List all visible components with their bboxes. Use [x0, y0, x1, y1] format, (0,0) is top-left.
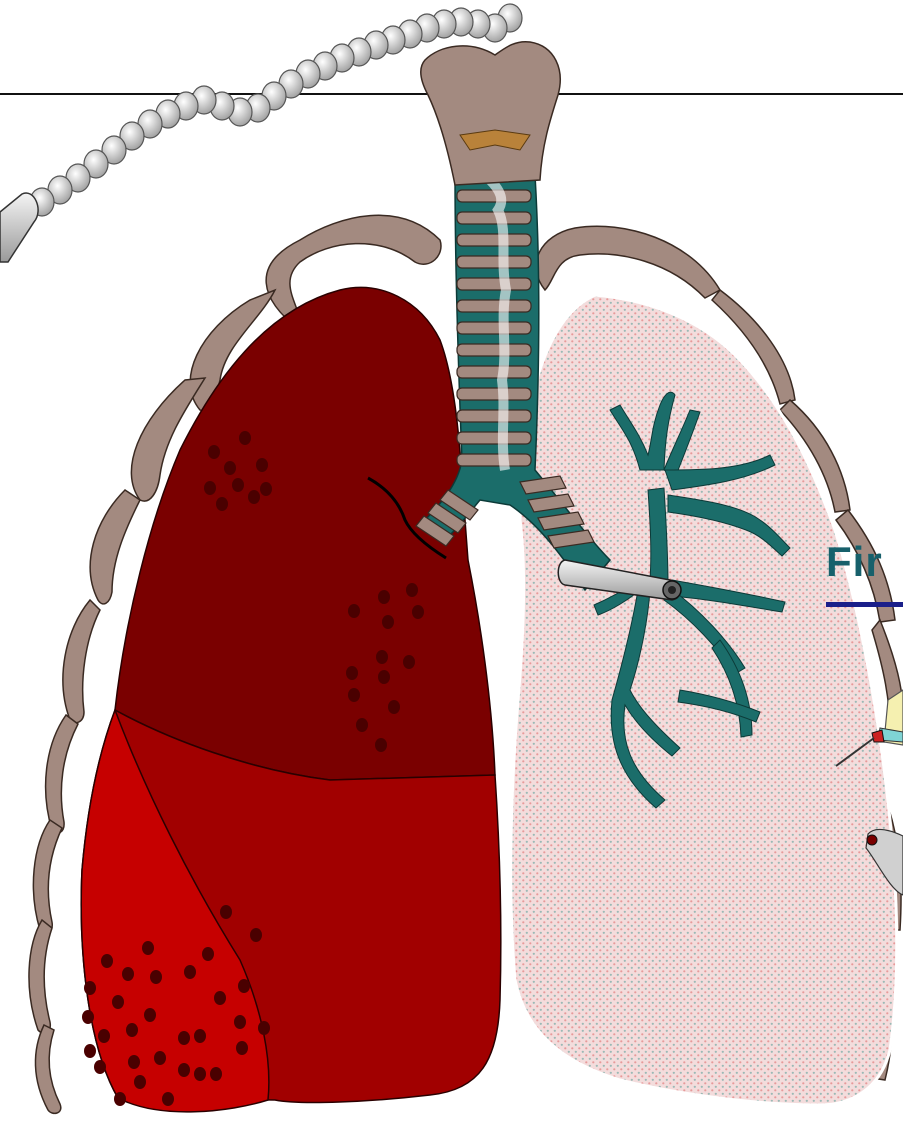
- larynx: [421, 42, 560, 185]
- cut-off-label: Fir: [826, 538, 903, 586]
- cut-off-label-underline: [826, 602, 903, 607]
